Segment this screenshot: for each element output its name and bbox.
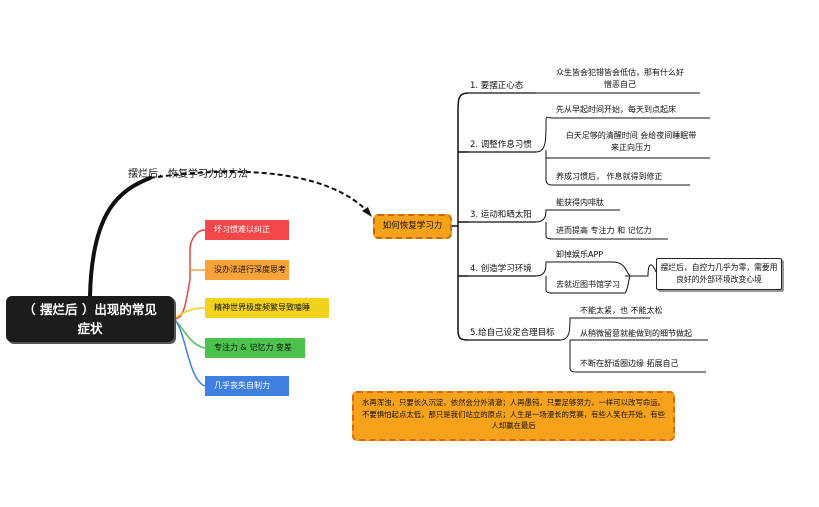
- leaf-2-1: 先从早起时间开始，每天到点起床: [556, 105, 676, 114]
- leaf-1-1-line2: 憎恶自己: [604, 80, 636, 89]
- symptom-bad-habits: 坏习惯难以纠正: [205, 220, 289, 240]
- environment-note: 摆烂后，自控力几乎为零，需要用良好的外部环境改变心境: [656, 258, 782, 290]
- leaf-2-2: 白天足够的清醒时间 会给夜间睡眠带 来正向压力: [556, 130, 706, 154]
- branch-3-label: 3. 运动和晒太阳: [470, 210, 532, 220]
- branch-4-label: 4. 创造学习环境: [470, 264, 532, 274]
- leaf-1-1: 众生皆会犯错皆会低估，那有什么好 憎恶自己: [545, 67, 695, 91]
- symptom-self-control: 几乎丧失自制力: [205, 376, 289, 396]
- connector-label: 摆烂后，恢复学习力的方法: [128, 169, 248, 180]
- branch-5-label: 5.给自己设定合理目标: [470, 328, 555, 338]
- leaf-3-2: 进而提高 专注力 和 记忆力: [556, 226, 652, 235]
- root-topic-line2: 症状: [77, 321, 103, 336]
- leaf-2-2-line2: 来正向压力: [611, 143, 651, 152]
- symptom-no-deep-thinking: 没办法进行深度思考: [205, 260, 289, 280]
- hub-topic: 如何恢复学习力: [373, 214, 452, 239]
- root-topic-line1: （ 摆烂后 ）出现的常见: [23, 302, 157, 317]
- leaf-4-1: 卸掉娱乐APP: [556, 250, 604, 259]
- motivational-quote: 水再浑浊，只要长久沉淀，依然会分外清澈；人再愚钝，只要足够努力，一样可以改写命运…: [352, 391, 675, 441]
- leaf-5-3: 不断在舒适圈边缘 拓展自己: [580, 359, 679, 368]
- leaf-2-2-line1: 白天足够的清醒时间 会给夜间睡眠带: [565, 131, 697, 140]
- leaf-5-1: 不能太紧，也 不能太松: [580, 306, 663, 315]
- leaf-4-2: 去就近图书馆学习: [556, 280, 620, 289]
- leaf-2-3: 养成习惯后， 作息就得到修正: [556, 172, 663, 181]
- symptom-focus-memory: 专注力 & 记忆力 变差: [205, 338, 305, 358]
- leaf-5-2: 从稍微留意就能做到的细节做起: [580, 329, 692, 338]
- leaf-1-1-line1: 众生皆会犯错皆会低估，那有什么好: [556, 68, 684, 77]
- root-topic: （ 摆烂后 ）出现的常见 症状: [6, 296, 174, 342]
- symptom-drowsiness: 精神世界极度频繁导致嗑睡: [205, 298, 329, 318]
- branch-1-label: 1. 要摆正心态: [470, 81, 524, 91]
- branch-2-label: 2. 调整作息习惯: [470, 140, 532, 150]
- leaf-3-1: 能获得内啡肽: [556, 198, 604, 207]
